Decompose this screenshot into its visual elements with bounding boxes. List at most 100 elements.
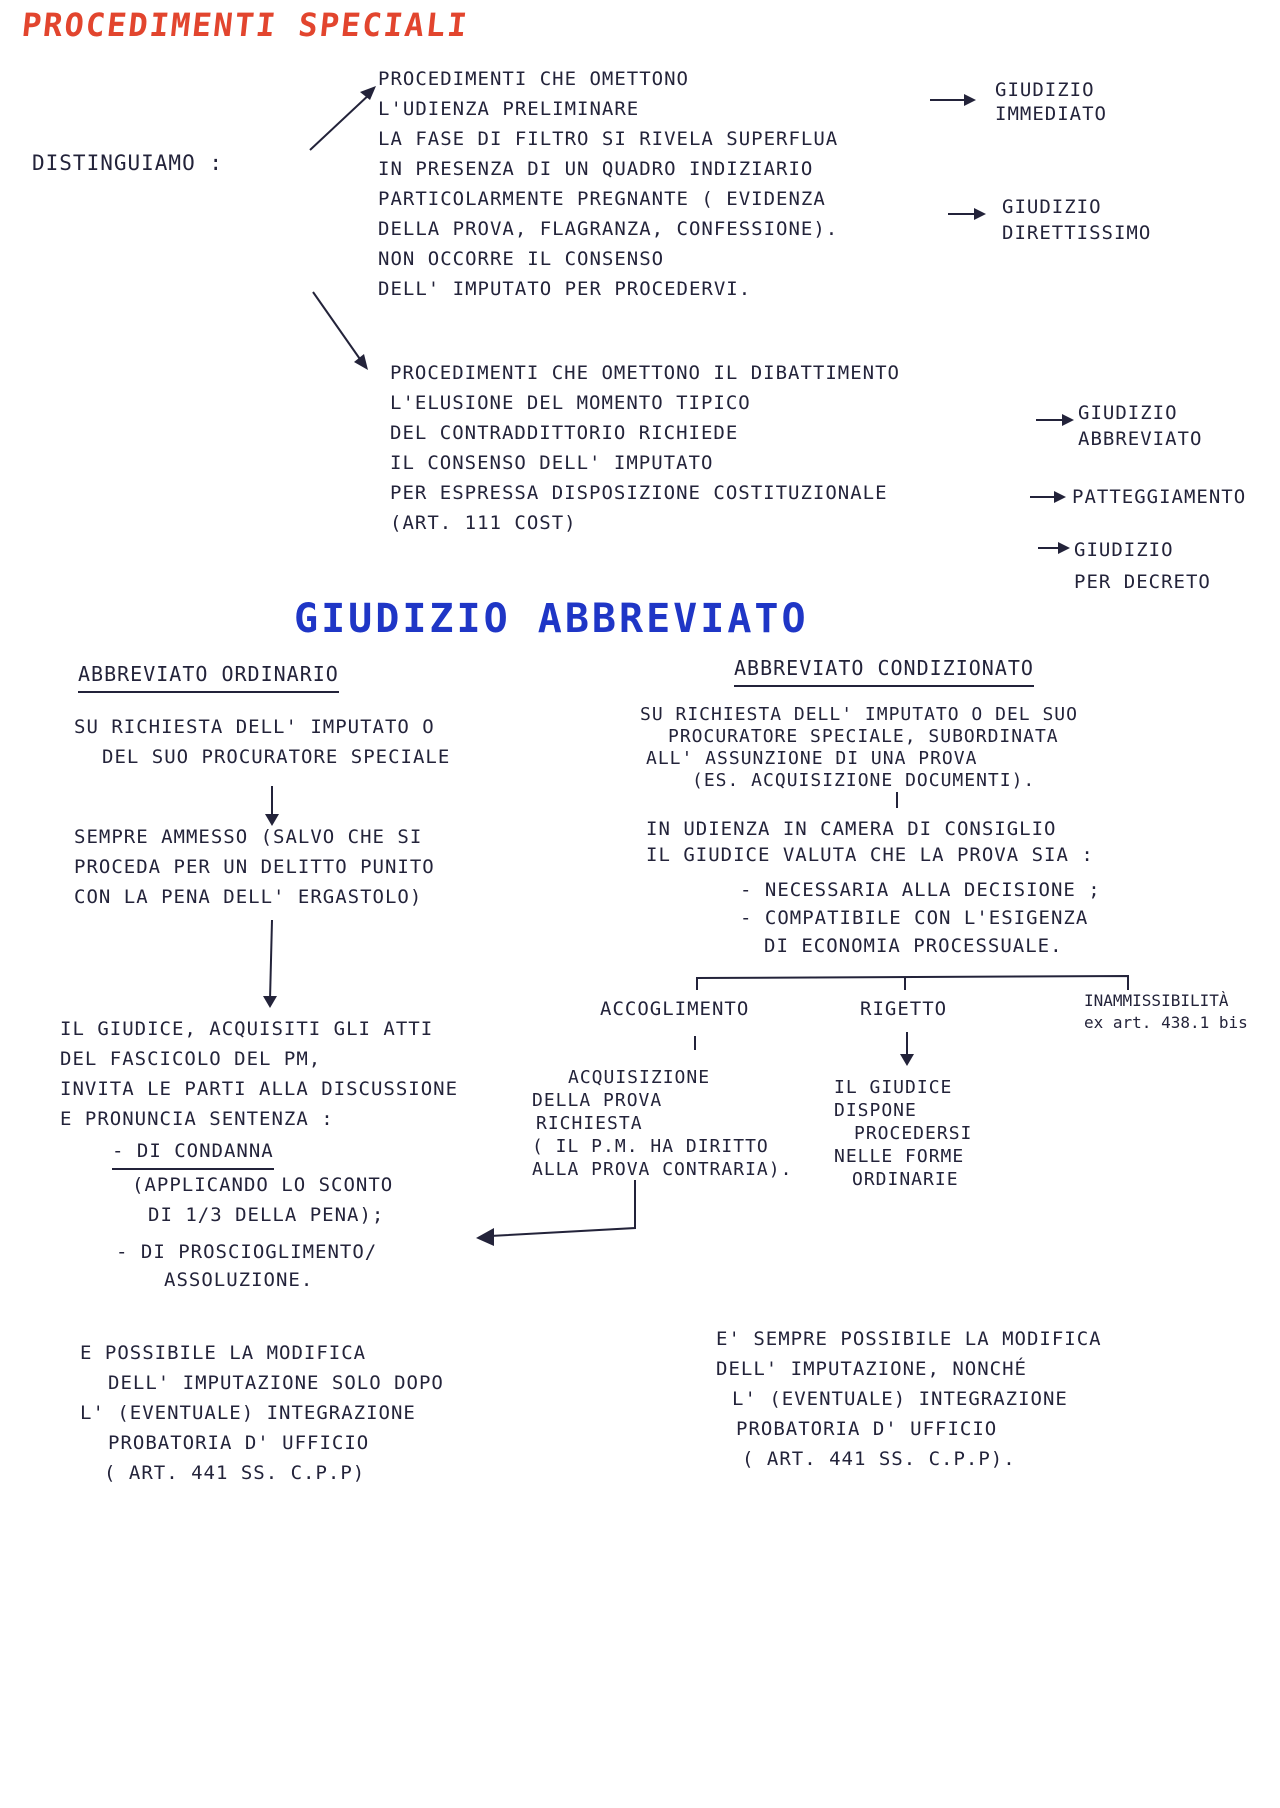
rigetto-detail-line: IL GIUDICE <box>834 1077 953 1098</box>
condizionato-note: E' SEMPRE POSSIBILE LA MODIFICA DELL' IM… <box>716 1324 1102 1474</box>
arrowhead-accoglimento-to-sentenza <box>476 1228 494 1246</box>
group2-line: (ART. 111 COST) <box>390 512 577 534</box>
group2-line: PROCEDIMENTI CHE OMETTONO IL DIBATTIMENT… <box>390 362 900 384</box>
group1-line: PARTICOLARMENTE PREGNANTE ( EVIDENZA <box>378 188 826 210</box>
condizionato-note-line: E' SEMPRE POSSIBILE LA MODIFICA <box>716 1328 1102 1350</box>
arrowhead-group1 <box>360 86 376 100</box>
outcome-proscioglimento-line: ASSOLUZIONE. <box>164 1269 314 1291</box>
condizionato-note-line: ( ART. 441 SS. C.P.P). <box>742 1448 1016 1470</box>
group1-line: PROCEDIMENTI CHE OMETTONO <box>378 68 689 90</box>
condizionato-request-line: ALL' ASSUNZIONE DI UNA PROVA <box>646 748 978 769</box>
result-line: GIUDIZIO <box>995 79 1095 101</box>
criteria-line: - NECESSARIA ALLA DECISIONE ; <box>740 879 1101 901</box>
result-decreto: GIUDIZIO PER DECRETO <box>1074 534 1211 598</box>
rigetto-detail-line: DISPONE <box>834 1100 917 1121</box>
accoglimento-detail-line: DELLA PROVA <box>532 1090 663 1111</box>
arrowhead-request-admission <box>265 814 279 826</box>
arrow-to-group1 <box>309 91 373 151</box>
ordinario-note-line: PROBATORIA D' UFFICIO <box>108 1432 370 1454</box>
result-line: GIUDIZIO <box>1078 402 1178 424</box>
rigetto-detail-line: NELLE FORME <box>834 1146 965 1167</box>
ordinario-judge-line: E PRONUNCIA SENTENZA : <box>60 1108 334 1130</box>
branch-bracket <box>696 974 1129 990</box>
ordinario-admission-line: SEMPRE AMMESSO (SALVO CHE SI <box>74 826 423 848</box>
condizionato-evaluation: IN UDIENZA IN CAMERA DI CONSIGLIO IL GIU… <box>646 816 1094 868</box>
accoglimento-detail-line: RICHIESTA <box>536 1113 643 1134</box>
result-line: IMMEDIATO <box>995 103 1107 125</box>
ordinario-note: E POSSIBILE LA MODIFICA DELL' IMPUTAZION… <box>80 1338 444 1488</box>
arrowhead-immediato <box>964 94 976 106</box>
ordinario-judge-line: DEL FASCICOLO DEL PM, <box>60 1048 322 1070</box>
condizionato-request: SU RICHIESTA DELL' IMPUTATO O DEL SUO PR… <box>640 704 1078 792</box>
branch-accoglimento: ACCOGLIMENTO <box>600 998 750 1020</box>
result-immediato: GIUDIZIO IMMEDIATO <box>995 78 1107 126</box>
outcome-proscioglimento: - DI PROSCIOGLIMENTO/ ASSOLUZIONE. <box>116 1238 377 1294</box>
ordinario-note-line: L' (EVENTUALE) INTEGRAZIONE <box>80 1402 416 1424</box>
group1-line: NON OCCORRE IL CONSENSO <box>378 248 665 270</box>
group2-line: DEL CONTRADDITTORIO RICHIEDE <box>390 422 739 444</box>
accoglimento-detail-line: ACQUISIZIONE <box>568 1067 711 1088</box>
outcome-proscioglimento-line: - DI PROSCIOGLIMENTO/ <box>116 1241 378 1263</box>
result-line: ABBREVIATO <box>1078 428 1203 450</box>
outcome-condanna: - DI CONDANNA (APPLICANDO LO SCONTO DI 1… <box>112 1136 393 1230</box>
ordinario-request-line: SU RICHIESTA DELL' IMPUTATO O <box>74 716 435 738</box>
arrowhead-rigetto-detail <box>900 1054 914 1066</box>
inammissibilita-line: INAMMISSIBILITÀ <box>1084 991 1229 1010</box>
branch-rigetto: RIGETTO <box>860 998 948 1020</box>
criteria-line: DI ECONOMIA PROCESSUALE. <box>764 935 1063 957</box>
ordinario-title: ABBREVIATO ORDINARIO <box>78 660 339 693</box>
accoglimento-detail-line: ( IL P.M. HA DIRITTO <box>532 1136 769 1157</box>
arrowhead-abbreviato <box>1062 414 1074 426</box>
outcome-condanna-label: - DI CONDANNA <box>112 1136 274 1170</box>
ordinario-judge-line: IL GIUDICE, ACQUISITI GLI ATTI <box>60 1018 434 1040</box>
ordinario-judge: IL GIUDICE, ACQUISITI GLI ATTI DEL FASCI… <box>60 1014 458 1134</box>
result-direttissimo: GIUDIZIO DIRETTISSIMO <box>1002 194 1151 246</box>
condizionato-request-line: (ES. ACQUISIZIONE DOCUMENTI). <box>692 770 1036 791</box>
outcome-condanna-detail: DI 1/3 DELLA PENA); <box>148 1204 385 1226</box>
condizionato-criteria: - NECESSARIA ALLA DECISIONE ; - COMPATIB… <box>740 876 1101 960</box>
arrowhead-direttissimo <box>974 208 986 220</box>
group1-line: DELLA PROVA, FLAGRANZA, CONFESSIONE). <box>378 218 839 240</box>
group1-line: LA FASE DI FILTRO SI RIVELA SUPERFLUA <box>378 128 839 150</box>
inammissibilita-line: ex art. 438.1 bis <box>1084 1013 1248 1032</box>
ordinario-admission-line: CON LA PENA DELL' ERGASTOLO) <box>74 886 423 908</box>
result-line: GIUDIZIO <box>1002 196 1102 218</box>
group2-line: IL CONSENSO DELL' IMPUTATO <box>390 452 714 474</box>
condizionato-title: ABBREVIATO CONDIZIONATO <box>734 654 1034 687</box>
rigetto-detail-line: PROCEDERSI <box>854 1123 973 1144</box>
rigetto-detail-line: ORDINARIE <box>852 1169 959 1190</box>
condizionato-note-line: DELL' IMPUTAZIONE, NONCHÉ <box>716 1358 1027 1380</box>
criteria-line: - COMPATIBILE CON L'ESIGENZA <box>740 907 1089 929</box>
branch-inammissibilita: INAMMISSIBILITÀ ex art. 438.1 bis <box>1084 990 1248 1034</box>
condizionato-evaluation-line: IL GIUDICE VALUTA CHE LA PROVA SIA : <box>646 844 1094 866</box>
ordinario-judge-line: INVITA LE PARTI ALLA DISCUSSIONE <box>60 1078 459 1100</box>
result-line: PER DECRETO <box>1074 571 1211 593</box>
rigetto-detail: IL GIUDICE DISPONE PROCEDERSI NELLE FORM… <box>834 1076 972 1191</box>
arrowhead-admission-judge <box>263 996 277 1008</box>
ordinario-request-line: DEL SUO PROCURATORE SPECIALE <box>102 746 451 768</box>
group2-line: PER ESPRESSA DISPOSIZIONE COSTITUZIONALE <box>390 482 888 504</box>
result-patteggiamento: PATTEGGIAMENTO <box>1072 482 1246 512</box>
ordinario-note-line: ( ART. 441 SS. C.P.P) <box>104 1462 366 1484</box>
group1-line: L'UDIENZA PRELIMINARE <box>378 98 640 120</box>
arrow-admission-judge <box>269 919 273 1001</box>
result-line: GIUDIZIO <box>1074 539 1174 561</box>
page-title: PROCEDIMENTI SPECIALI <box>20 6 471 44</box>
result-line: PATTEGGIAMENTO <box>1072 486 1247 508</box>
group1-line: DELL' IMPUTATO PER PROCEDERVI. <box>378 278 752 300</box>
accoglimento-detail-line: ALLA PROVA CONTRARIA). <box>532 1159 793 1180</box>
outcome-condanna-detail: (APPLICANDO LO SCONTO <box>132 1174 394 1196</box>
ordinario-note-line: DELL' IMPUTAZIONE SOLO DOPO <box>108 1372 444 1394</box>
condizionato-request-line: PROCURATORE SPECIALE, SUBORDINATA <box>668 726 1059 747</box>
result-abbreviato: GIUDIZIO ABBREVIATO <box>1078 400 1202 452</box>
ordinario-note-line: E POSSIBILE LA MODIFICA <box>80 1342 367 1364</box>
ordinario-admission: SEMPRE AMMESSO (SALVO CHE SI PROCEDA PER… <box>74 822 435 912</box>
condizionato-note-line: L' (EVENTUALE) INTEGRAZIONE <box>732 1388 1068 1410</box>
group2-text: PROCEDIMENTI CHE OMETTONO IL DIBATTIMENT… <box>390 358 900 538</box>
accoglimento-detail: ACQUISIZIONE DELLA PROVA RICHIESTA ( IL … <box>532 1066 792 1181</box>
arrowhead-group2 <box>354 354 368 370</box>
group1-line: IN PRESENZA DI UN QUADRO INDIZIARIO <box>378 158 814 180</box>
condizionato-request-line: SU RICHIESTA DELL' IMPUTATO O DEL SUO <box>640 704 1078 725</box>
result-line: DIRETTISSIMO <box>1002 222 1152 244</box>
